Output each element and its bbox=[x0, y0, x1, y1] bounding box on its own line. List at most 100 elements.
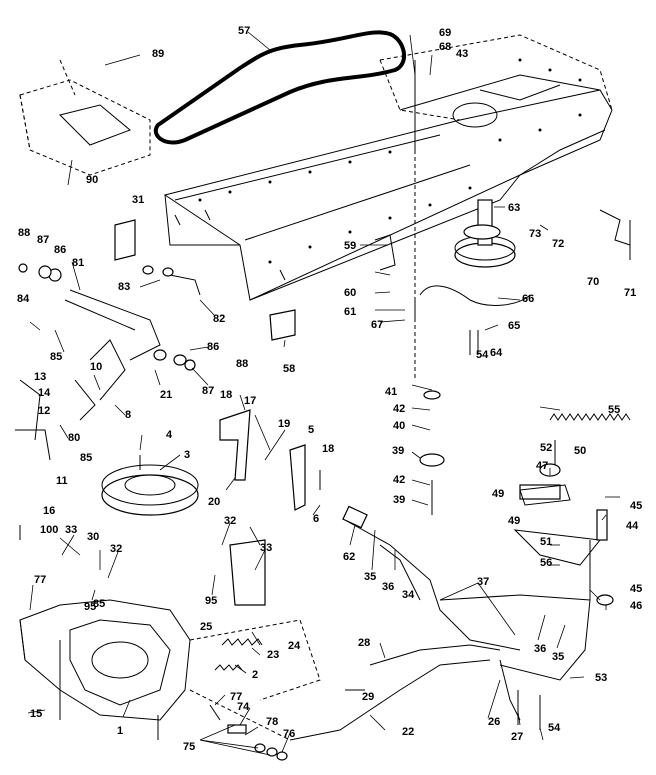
label-5: 5 bbox=[308, 424, 314, 436]
label-76: 76 bbox=[283, 728, 295, 740]
label-15: 15 bbox=[30, 708, 42, 720]
idler-bracket bbox=[499, 209, 631, 681]
label-60: 60 bbox=[344, 287, 356, 299]
label-61: 61 bbox=[344, 306, 356, 318]
label-65: 65 bbox=[508, 320, 520, 332]
label-42b: 42 bbox=[393, 474, 405, 486]
label-83: 83 bbox=[118, 281, 130, 293]
label-55: 55 bbox=[608, 404, 620, 416]
label-41: 41 bbox=[385, 386, 397, 398]
label-25: 25 bbox=[200, 621, 212, 633]
label-80: 80 bbox=[68, 432, 80, 444]
label-74: 74 bbox=[237, 701, 250, 713]
label-40: 40 bbox=[393, 420, 405, 432]
label-89: 89 bbox=[152, 48, 164, 60]
label-49: 49 bbox=[492, 488, 504, 500]
label-66: 66 bbox=[522, 293, 534, 305]
hood-outline bbox=[19, 59, 151, 176]
label-85: 85 bbox=[50, 351, 62, 363]
label-63: 63 bbox=[508, 202, 520, 214]
label-95: 95 bbox=[84, 601, 96, 613]
label-20: 20 bbox=[208, 496, 220, 508]
label-54b: 54 bbox=[548, 722, 561, 734]
label-43: 43 bbox=[456, 48, 468, 60]
pulley-3 bbox=[101, 455, 199, 516]
label-69: 69 bbox=[439, 27, 451, 39]
label-35b: 35 bbox=[552, 651, 564, 663]
label-67: 67 bbox=[371, 319, 383, 331]
label-10: 10 bbox=[90, 361, 102, 373]
label-2: 2 bbox=[252, 669, 258, 681]
label-85c: 85 bbox=[93, 598, 105, 610]
label-50: 50 bbox=[574, 445, 586, 457]
label-72: 72 bbox=[552, 238, 564, 250]
label-32: 32 bbox=[110, 543, 122, 555]
label-37: 37 bbox=[477, 576, 489, 588]
label-26: 26 bbox=[488, 716, 500, 728]
label-73: 73 bbox=[529, 228, 541, 240]
label-100: 100 bbox=[40, 524, 58, 536]
label-18: 18 bbox=[220, 389, 232, 401]
label-51: 51 bbox=[540, 536, 552, 548]
left-linkage bbox=[15, 263, 196, 461]
label-32b: 32 bbox=[224, 515, 236, 527]
label-75: 75 bbox=[183, 741, 195, 753]
label-28: 28 bbox=[358, 637, 370, 649]
label-42: 42 bbox=[393, 403, 405, 415]
label-6: 6 bbox=[313, 513, 319, 525]
label-1: 1 bbox=[117, 725, 123, 737]
label-47: 47 bbox=[536, 460, 548, 472]
label-54: 54 bbox=[476, 349, 489, 361]
spring-2 bbox=[214, 664, 243, 671]
label-4: 4 bbox=[166, 429, 173, 441]
label-86: 86 bbox=[54, 244, 66, 256]
label-31: 31 bbox=[132, 194, 144, 206]
label-30: 30 bbox=[87, 531, 99, 543]
label-19: 19 bbox=[278, 418, 290, 430]
spring-55 bbox=[549, 413, 631, 421]
label-36: 36 bbox=[382, 581, 394, 593]
spring-25 bbox=[221, 638, 263, 646]
label-11: 11 bbox=[56, 475, 68, 487]
label-87: 87 bbox=[37, 234, 49, 246]
label-18b: 18 bbox=[322, 443, 334, 455]
label-45b: 45 bbox=[630, 583, 642, 595]
label-34: 34 bbox=[402, 589, 415, 601]
label-77b: 77 bbox=[230, 691, 242, 703]
label-84: 84 bbox=[17, 293, 30, 305]
label-44: 44 bbox=[626, 520, 639, 532]
label-78: 78 bbox=[266, 716, 278, 728]
frame-chassis bbox=[163, 34, 613, 301]
label-52: 52 bbox=[540, 442, 552, 454]
label-87b: 87 bbox=[202, 385, 214, 397]
label-88: 88 bbox=[18, 227, 30, 239]
label-90: 90 bbox=[86, 174, 98, 186]
label-64: 64 bbox=[490, 347, 503, 359]
label-70: 70 bbox=[587, 276, 599, 288]
label-13: 13 bbox=[34, 371, 46, 383]
label-12: 12 bbox=[38, 405, 50, 417]
label-8: 8 bbox=[125, 409, 131, 421]
label-53: 53 bbox=[595, 672, 607, 684]
label-33b: 33 bbox=[260, 542, 272, 554]
label-82: 82 bbox=[213, 313, 225, 325]
label-17: 17 bbox=[244, 395, 256, 407]
label-21: 21 bbox=[160, 389, 172, 401]
label-27: 27 bbox=[511, 731, 523, 743]
brake-linkage bbox=[289, 505, 591, 741]
leader-lines bbox=[27, 31, 620, 756]
label-59: 59 bbox=[344, 240, 356, 252]
label-33: 33 bbox=[65, 524, 77, 536]
label-39b: 39 bbox=[393, 494, 405, 506]
center-brackets bbox=[114, 219, 571, 606]
label-58: 58 bbox=[283, 363, 295, 375]
label-16: 16 bbox=[43, 505, 55, 517]
label-71: 71 bbox=[624, 287, 636, 299]
drive-assembly bbox=[414, 60, 531, 515]
label-62: 62 bbox=[343, 551, 355, 563]
label-45: 45 bbox=[630, 500, 642, 512]
label-88b: 88 bbox=[236, 358, 248, 370]
label-77: 77 bbox=[34, 574, 46, 586]
